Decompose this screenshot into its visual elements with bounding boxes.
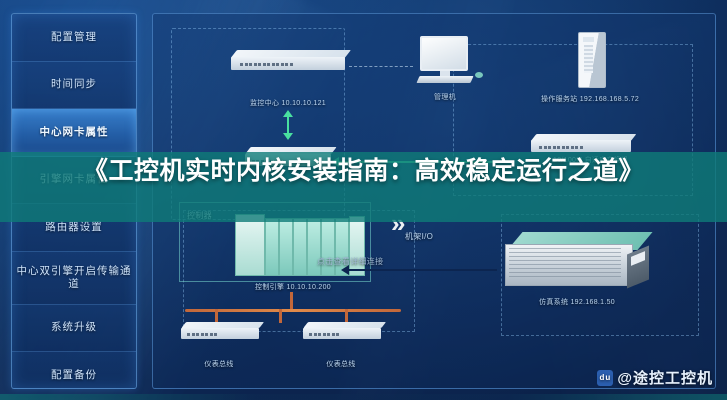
instrument-bus-left-label: 仪表总线 bbox=[204, 361, 234, 368]
sidebar-item-label: 配置管理 bbox=[51, 30, 97, 43]
instrument-bus-left-node[interactable] bbox=[181, 322, 265, 339]
sidebar-item-config-management[interactable]: 配置管理 bbox=[12, 14, 136, 62]
operation-station-node[interactable] bbox=[578, 32, 606, 88]
operation-station-label: 操作服务站 192.168.168.5.72 bbox=[540, 96, 640, 103]
connector-line bbox=[279, 309, 282, 323]
sidebar-item-system-upgrade[interactable]: 系统升级 bbox=[12, 304, 136, 352]
title-overlay-band bbox=[0, 152, 727, 222]
monitor-center-label: 监控中心 10.10.10.121 bbox=[250, 100, 326, 107]
bottom-accent-bar bbox=[0, 394, 727, 400]
sidebar-item-label: 时间同步 bbox=[51, 78, 97, 91]
sidebar-item-label: 配置备份 bbox=[51, 368, 97, 381]
control-engine-label: 控制引擎 10.10.10.200 bbox=[255, 284, 331, 291]
desktop-computer-icon bbox=[415, 36, 483, 83]
switch-icon bbox=[531, 134, 637, 152]
sidebar-item-time-sync[interactable]: 时间同步 bbox=[12, 61, 136, 109]
plc-rack-icon bbox=[235, 214, 265, 276]
page-title: 《工控机实时内核安装指南：高效稳定运行之道》 bbox=[82, 156, 644, 185]
switch-icon bbox=[303, 322, 387, 339]
arrow-left-icon bbox=[341, 265, 349, 275]
tower-server-icon bbox=[578, 32, 606, 88]
control-engine-node[interactable] bbox=[235, 214, 365, 276]
io-port-label: 机架I/O bbox=[405, 232, 434, 241]
sidebar-item-dual-engine-channel[interactable]: 中心双引擎开启传输通道 bbox=[12, 251, 136, 305]
sidebar-item-label: 路由器设置 bbox=[45, 220, 103, 233]
switch-icon bbox=[181, 322, 265, 339]
industrial-pc-icon bbox=[505, 232, 653, 290]
instrument-bus-right-node[interactable] bbox=[303, 322, 387, 339]
connector-line bbox=[287, 117, 289, 133]
watermark-text: @途控工控机 bbox=[617, 370, 713, 387]
sidebar-item-label: 中心网卡属性 bbox=[39, 125, 109, 138]
flow-note-label: 点击查看详细连接 bbox=[317, 257, 384, 266]
sim-system-label: 仿真系统 192.168.1.50 bbox=[539, 299, 615, 306]
sim-system-node[interactable] bbox=[505, 232, 653, 290]
connector-line bbox=[345, 309, 348, 323]
monitor-center-node[interactable] bbox=[231, 50, 351, 70]
connector-dotted bbox=[349, 66, 413, 67]
arrow-up-icon bbox=[283, 110, 293, 117]
sidebar-item-label: 系统升级 bbox=[51, 321, 97, 334]
connector-line bbox=[215, 309, 218, 323]
connector-line bbox=[290, 292, 293, 310]
rack-switch-icon bbox=[231, 50, 351, 70]
sidebar-item-config-backup[interactable]: 配置备份 bbox=[12, 352, 136, 388]
baidu-paw-icon: du bbox=[597, 369, 614, 386]
arrow-down-icon bbox=[283, 133, 293, 140]
instrument-bus-right-label: 仪表总线 bbox=[326, 361, 356, 368]
connector-line bbox=[349, 269, 497, 271]
workstation-label: 管理机 bbox=[434, 94, 456, 101]
ethernet-switch-node[interactable] bbox=[531, 134, 637, 152]
sidebar-item-label: 中心双引擎开启传输通道 bbox=[16, 264, 132, 290]
workstation-node[interactable] bbox=[415, 36, 483, 86]
instrument-bus-line bbox=[185, 309, 401, 312]
sidebar-item-center-nic-properties[interactable]: 中心网卡属性 bbox=[12, 109, 136, 157]
watermark: du @途控工控机 bbox=[597, 367, 713, 388]
